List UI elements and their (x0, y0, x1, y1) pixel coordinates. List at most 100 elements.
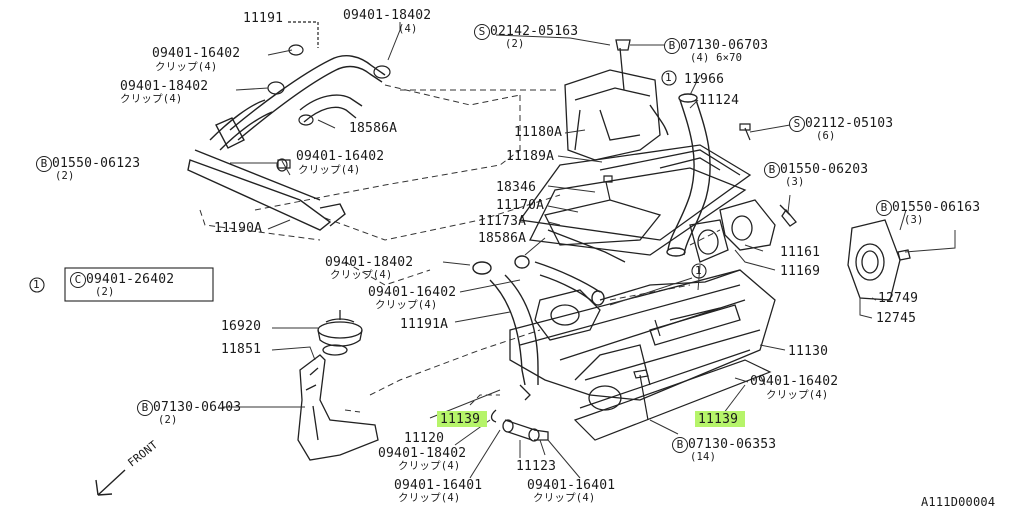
label-11189A: 11189A (506, 149, 555, 164)
circle-b-icon: B (876, 200, 892, 216)
label-11120: 11120 (404, 431, 445, 446)
label-11169: 11169 (780, 264, 821, 279)
label-09401-16402-right-sub: クリップ(4) (766, 389, 829, 401)
label-01550-06163-text: 01550-06163 (892, 200, 981, 215)
label-09401-16401-b-sub: クリップ(4) (533, 492, 596, 504)
thermostat-housing (689, 199, 797, 263)
label-09401-18402-mid: 09401-18402 (325, 255, 414, 270)
breather-hose-upper (187, 55, 386, 231)
label-11191: 11191 (243, 11, 284, 26)
label-07130-06703-text: 07130-06703 (680, 38, 769, 53)
highlight-11139-left (437, 411, 487, 427)
label-02112-05103-text: 02112-05103 (805, 116, 894, 131)
label-09401-26402-text: 09401-26402 (86, 272, 175, 287)
label-09401-18402-top-qty: (4) (398, 23, 418, 35)
label-09401-16401-a: 09401-16401 (394, 478, 483, 493)
label-11123: 11123 (516, 459, 557, 474)
label-07130-06403-text: 07130-06403 (153, 400, 242, 415)
diagram-code: A111D00004 (921, 495, 996, 509)
front-arrow (95, 469, 126, 496)
label-11124: 11124 (699, 93, 740, 108)
label-02142-05163-qty: (2) (505, 38, 525, 50)
leader-11191 (288, 21, 319, 48)
label-07130-06703-qty: (4) 6×70 (690, 52, 743, 64)
label-09401-26402-qty: (2) (95, 286, 115, 298)
label-09401-18402-left: 09401-18402 (120, 79, 209, 94)
circle-b-icon: B (664, 38, 680, 54)
bolts (277, 123, 751, 421)
label-07130-06353-qty: (14) (690, 451, 717, 463)
circle-1-a: 1 (665, 71, 672, 84)
label-01550-06203-qty: (3) (785, 176, 805, 188)
label-01550-06163-qty: (3) (904, 214, 924, 226)
label-09401-18402-left-sub: クリップ(4) (120, 93, 183, 105)
label-07130-06403-qty: (2) (158, 414, 178, 426)
circle-s-icon: S (474, 24, 490, 40)
label-11161: 11161 (780, 245, 821, 260)
label-11191A: 11191A (400, 317, 449, 332)
label-01550-06123-qty: (2) (55, 170, 75, 182)
label-11851: 11851 (221, 342, 262, 357)
label-11139-right: 11139 (698, 412, 739, 427)
highlight-11139-right (695, 411, 745, 427)
circle-b-icon: B (672, 437, 688, 453)
label-09401-16402-left-sub: クリップ(4) (155, 61, 218, 73)
label-18586A-mid: 18586A (478, 231, 527, 246)
label-09401-16402-mid-sub: クリップ(4) (298, 164, 361, 176)
water-hose-11124 (649, 93, 711, 257)
circle-b-icon: B (36, 156, 52, 172)
label-07130-06353-text: 07130-06353 (688, 437, 777, 452)
label-01550-06203-text: 01550-06203 (780, 162, 869, 177)
gasket-12745 (847, 219, 911, 301)
upper-cover-assembly (518, 39, 752, 263)
label-11173A: 11173A (478, 214, 527, 229)
oil-filler-cap-16920 (317, 310, 363, 356)
label-18346: 18346 (496, 180, 537, 195)
label-09401-18402-mid-sub: クリップ(4) (330, 269, 393, 281)
label-11170A: 11170A (496, 198, 545, 213)
label-12745: 12745 (876, 311, 917, 326)
circle-b-icon: B (137, 400, 153, 416)
label-09401-18402-bot: 09401-18402 (378, 446, 467, 461)
label-02112-05103-qty: (6) (816, 130, 836, 142)
label-09401-16402-right: 09401-16402 (750, 374, 839, 389)
label-09401-16401-a-sub: クリップ(4) (398, 492, 461, 504)
label-09401-18402-top: 09401-18402 (343, 8, 432, 23)
label-16920: 16920 (221, 319, 262, 334)
label-11190A: 11190A (214, 221, 263, 236)
label-09401-16402-left: 09401-16402 (152, 46, 241, 61)
label-11180A: 11180A (514, 125, 563, 140)
label-11139-left: 11139 (440, 412, 481, 427)
label-09401-16402-low-sub: クリップ(4) (375, 299, 438, 311)
label-12749: 12749 (878, 291, 919, 306)
label-09401-18402-bot-sub: クリップ(4) (398, 460, 461, 472)
label-02142-05163-text: 02142-05163 (490, 24, 579, 39)
circle-b-icon: B (764, 162, 780, 178)
label-09401-16402-mid: 09401-16402 (296, 149, 385, 164)
label-11130: 11130 (788, 344, 829, 359)
dashed-guide-lines (199, 84, 721, 413)
breather-pipe-11123 (490, 384, 549, 442)
circle-c-icon: C (70, 272, 86, 288)
label-11966: 11966 (684, 72, 725, 87)
cover-gasket-11139 (573, 349, 772, 441)
callout-circles (29, 70, 707, 302)
circle-1-c: 1 (695, 264, 702, 277)
valve-cover-11120 (509, 269, 776, 411)
label-09401-16401-b: 09401-16401 (527, 478, 616, 493)
label-01550-06123-text: 01550-06123 (52, 156, 141, 171)
circle-s-icon: S (789, 116, 805, 132)
circle-1-b: 1 (33, 278, 40, 291)
hose-11191A (472, 255, 605, 386)
label-18586A-top: 18586A (349, 121, 398, 136)
